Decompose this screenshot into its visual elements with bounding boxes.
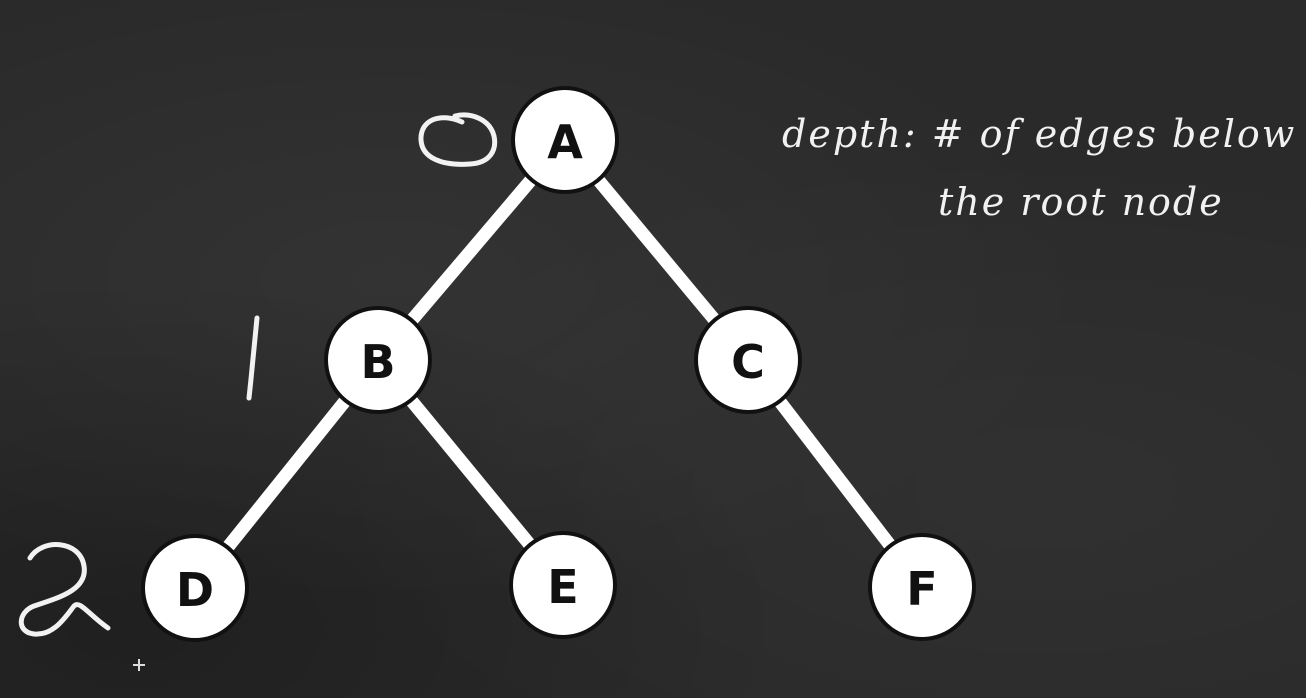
node-e: E xyxy=(509,531,617,639)
depth-mark-1 xyxy=(246,315,260,401)
node-f-label: F xyxy=(906,562,937,616)
depth-definition-line-1: depth: # of edges below xyxy=(782,112,1297,156)
node-c: C xyxy=(694,306,802,414)
node-d-label: D xyxy=(176,563,214,617)
node-b: B xyxy=(324,306,432,414)
node-e-label: E xyxy=(547,560,578,614)
depth-mark-2 xyxy=(18,542,111,637)
node-f: F xyxy=(868,533,976,641)
depth-definition-line-2: the root node xyxy=(938,180,1224,224)
node-b-label: B xyxy=(360,335,395,389)
depth-mark-0 xyxy=(418,112,498,167)
crosshair-cursor-icon xyxy=(133,659,145,671)
node-d: D xyxy=(141,534,249,642)
node-a: A xyxy=(511,86,619,194)
node-c-label: C xyxy=(731,335,765,389)
node-a-label: A xyxy=(547,115,583,169)
